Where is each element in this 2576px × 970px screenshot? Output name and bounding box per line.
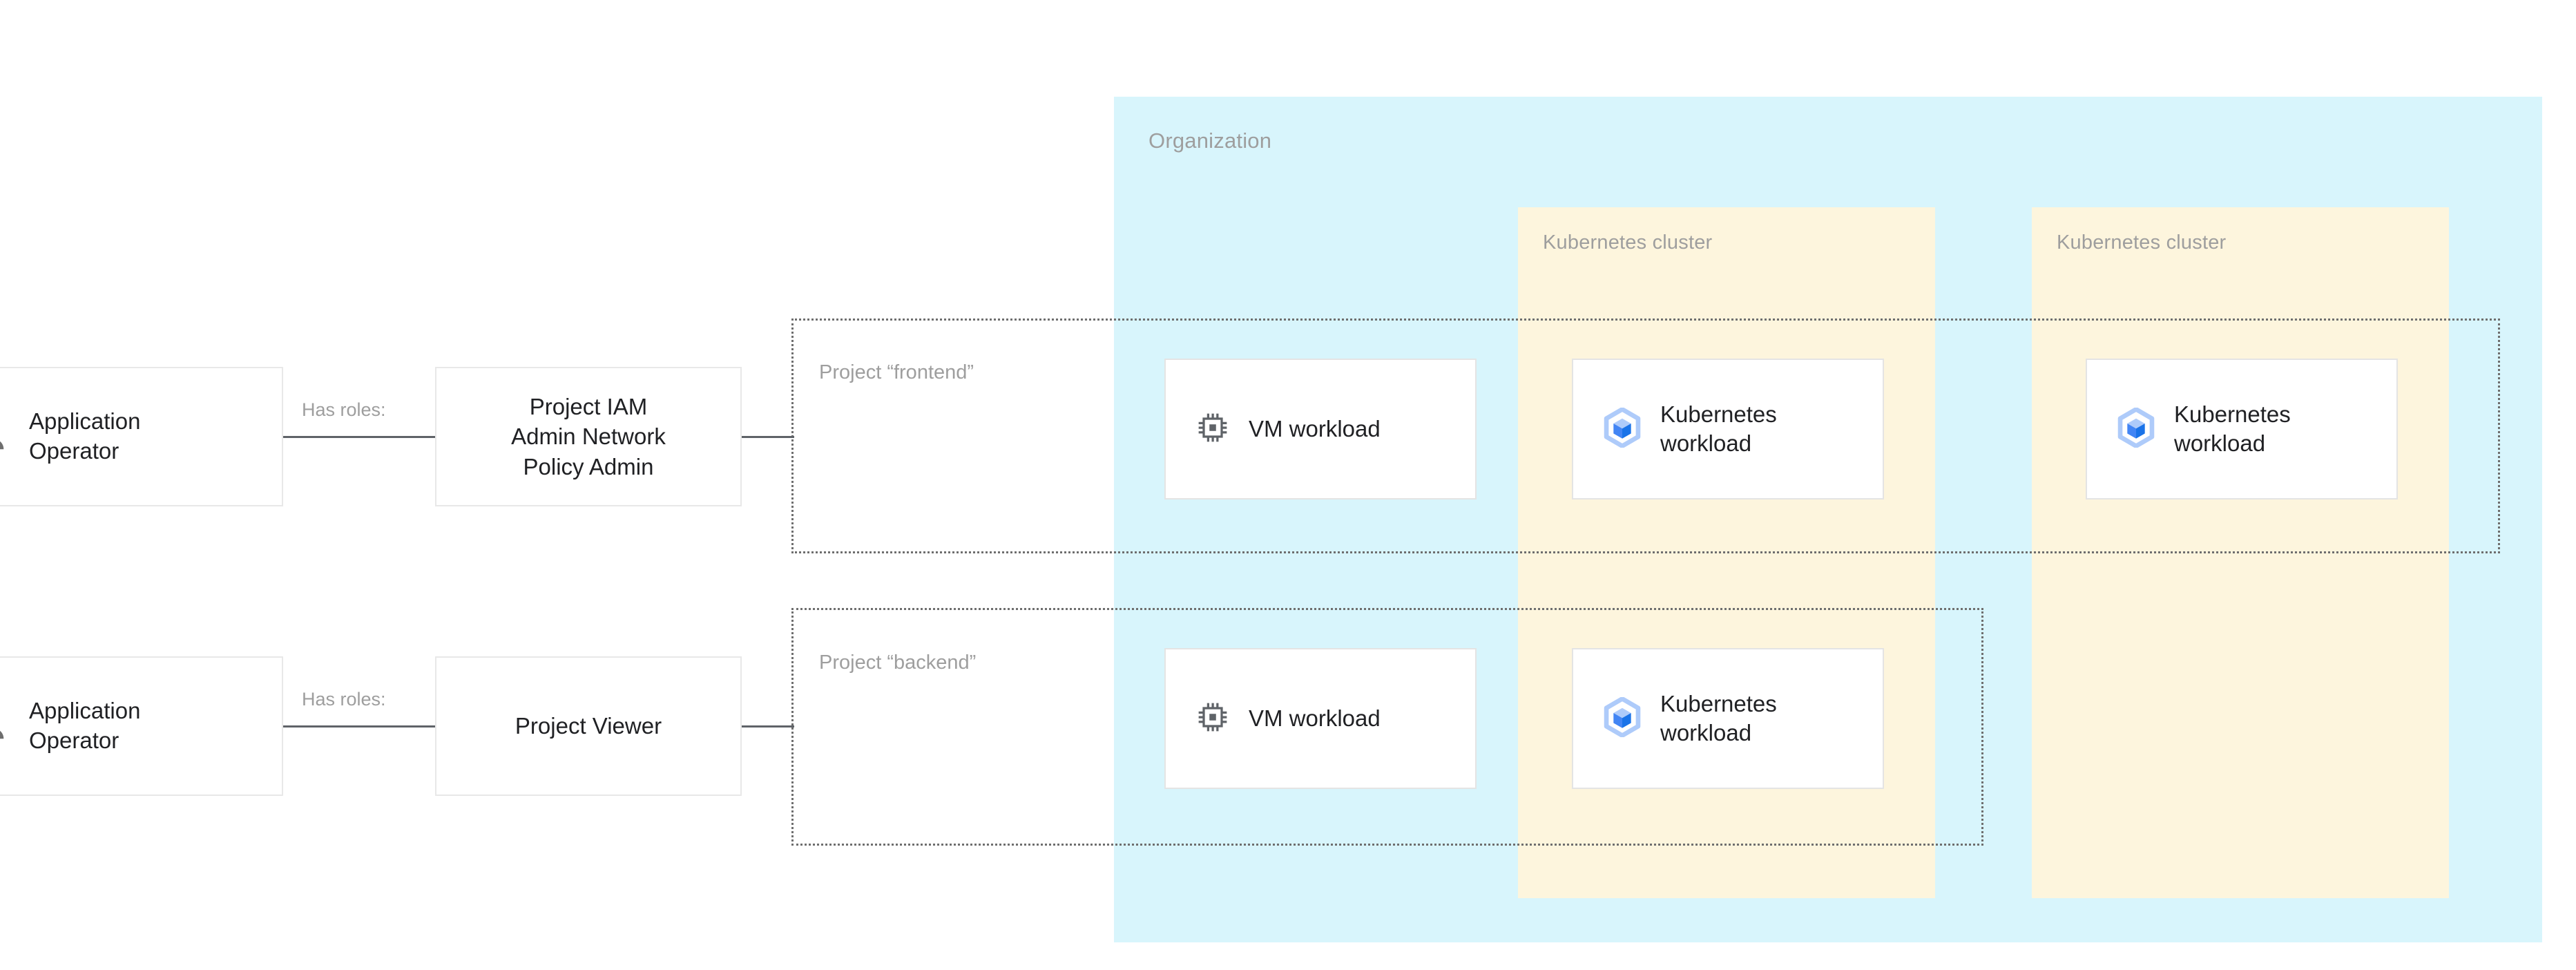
kubernetes-workload-card-frontend-cluster2[interactable]: Kubernetes workload	[2086, 359, 2398, 500]
project-backend-label: Project “backend”	[819, 652, 977, 674]
role-label: Project IAM Admin Network Policy Admin	[511, 393, 666, 479]
cpu-chip-icon	[1195, 410, 1231, 449]
person-icon	[0, 415, 10, 459]
workload-label: VM workload	[1249, 705, 1381, 731]
workload-label: Kubernetes workload	[1660, 690, 1777, 745]
vm-workload-card-frontend[interactable]: VM workload	[1164, 359, 1477, 500]
workload-label: VM workload	[1249, 415, 1381, 441]
kubernetes-icon	[1602, 696, 1642, 741]
kubernetes-cluster-2-label: Kubernetes cluster	[2057, 231, 2227, 254]
kubernetes-workload-card-backend-cluster1[interactable]: Kubernetes workload	[1572, 648, 1884, 789]
kubernetes-icon	[2116, 406, 2156, 451]
vm-workload-card-backend[interactable]: VM workload	[1164, 648, 1477, 789]
connector-actor-to-role-1	[283, 436, 435, 438]
connector-actor-to-role-2	[283, 725, 435, 728]
person-icon	[0, 705, 10, 748]
role-label: Project Viewer	[515, 713, 662, 739]
connector-role-to-project-2	[742, 725, 794, 728]
project-frontend-label: Project “frontend”	[819, 361, 974, 383]
kubernetes-cluster-1-label: Kubernetes cluster	[1543, 231, 1713, 254]
actor-label: Application Operator	[29, 698, 141, 753]
actor-application-operator-1[interactable]: Application Operator	[0, 367, 283, 506]
role-box-project-iam-admin[interactable]: Project IAM Admin Network Policy Admin	[435, 367, 742, 506]
actor-application-operator-2[interactable]: Application Operator	[0, 656, 283, 796]
cpu-chip-icon	[1195, 699, 1231, 739]
workload-label: Kubernetes workload	[1660, 401, 1777, 456]
actor-label: Application Operator	[29, 408, 141, 464]
workload-label: Kubernetes workload	[2174, 401, 2291, 456]
kubernetes-workload-card-frontend-cluster1[interactable]: Kubernetes workload	[1572, 359, 1884, 500]
kubernetes-icon	[1602, 406, 1642, 451]
organization-label: Organization	[1148, 129, 1272, 153]
connector-caption-2: Has roles:	[302, 689, 386, 710]
connector-role-to-project-1	[742, 436, 794, 438]
role-box-project-viewer[interactable]: Project Viewer	[435, 656, 742, 796]
connector-caption-1: Has roles:	[302, 399, 386, 420]
